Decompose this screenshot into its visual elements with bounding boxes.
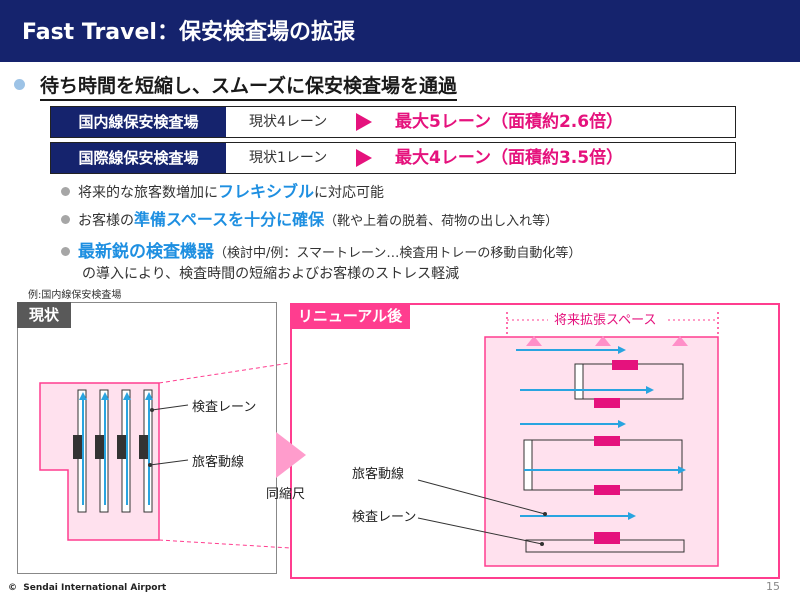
right-lane-label: 検査レーン (352, 510, 417, 525)
arrow-right-icon (356, 149, 372, 167)
copyright-icon: © (8, 583, 24, 593)
international-row: 国際線保安検査場 現状1レーン 最大4レーン（面積約3.5倍） (50, 142, 736, 174)
renewal-scanner (594, 485, 620, 495)
row-label: 国際線保安検査場 (51, 143, 226, 173)
left-lane-label: 検査レーン (192, 400, 257, 415)
row-current: 現状1レーン (249, 150, 328, 166)
row-current: 現状4レーン (249, 114, 328, 130)
arrow-up-icon (79, 392, 87, 400)
same-scale-arrow-icon (276, 432, 306, 478)
example-label: 例:国内線保安検査場 (28, 290, 122, 301)
current-scanner (95, 435, 105, 459)
leader-dot (148, 463, 152, 467)
bullet-dot-icon (14, 79, 25, 90)
row-result: 最大4レーン（面積約3.5倍） (395, 148, 624, 168)
renewal-scanner (594, 436, 620, 446)
triangle-marker-icon (595, 336, 611, 346)
left-flow-label: 旅客動線 (192, 455, 245, 470)
point-emphasis: 準備スペースを十分に確保 (134, 210, 325, 229)
point-flexible: 将来的な旅客数増加にフレキシブルに対応可能 (78, 178, 384, 202)
current-scanner (117, 435, 127, 459)
point-space: お客様の準備スペースを十分に確保（靴や上着の脱着、荷物の出し入れ等） (78, 206, 558, 230)
header-bar (0, 0, 800, 62)
domestic-row: 国内線保安検査場 現状4レーン 最大5レーン（面積約2.6倍） (50, 106, 736, 138)
bullet-dot-icon (61, 187, 70, 196)
leader-dot (150, 408, 154, 412)
triangle-marker-icon (672, 336, 688, 346)
current-lanes (73, 389, 153, 513)
point-equipment-line2: の導入により、検査時間の短縮およびお客様のストレス軽減 (82, 266, 460, 282)
zoom-line-top (158, 362, 291, 384)
point-emphasis: フレキシブル (218, 182, 315, 201)
leader-line (149, 459, 189, 466)
arrow-up-icon (145, 392, 153, 400)
point-post: に対応可能 (314, 185, 385, 201)
arrow-right-icon (646, 386, 654, 394)
renewal-scanner (612, 360, 638, 370)
right-flow-label: 旅客動線 (352, 467, 405, 482)
current-scanner (139, 435, 149, 459)
point-pre: 将来的な旅客数増加に (78, 185, 218, 201)
point-post: （靴や上着の脱着、荷物の出し入れ等） (324, 214, 559, 229)
arrow-right-icon (618, 420, 626, 428)
point-emphasis: 最新鋭の検査機器 (78, 242, 214, 262)
current-badge: 現状 (17, 302, 71, 328)
zoom-line-bottom (158, 539, 291, 549)
leader-line (151, 404, 189, 411)
leader-dot (540, 542, 544, 546)
bullet-dot-icon (61, 247, 70, 256)
arrow-up-icon (123, 392, 131, 400)
brand-name: Sendai International Airport (23, 583, 167, 593)
future-space-label: 将来拡張スペース (554, 313, 657, 328)
same-scale-label: 同縮尺 (266, 487, 306, 502)
leader-line (417, 479, 546, 515)
page-number: 15 (766, 580, 780, 593)
triangle-marker-icon (526, 336, 542, 346)
arrow-right-icon (678, 466, 686, 474)
point-equipment: 最新鋭の検査機器（検討中/例：スマートレーン…検査用トレーの移動自動化等） (78, 237, 581, 262)
arrow-right-icon (628, 512, 636, 520)
point-pre: お客様の (78, 213, 134, 229)
row-result: 最大5レーン（面積約2.6倍） (395, 112, 624, 132)
renewal-badge: リニューアル後 (290, 303, 410, 329)
bullet-dot-icon (61, 215, 70, 224)
page-title: Fast Travel：保安検査場の拡張 (22, 20, 355, 45)
point-post: （検討中/例：スマートレーン…検査用トレーの移動自動化等） (214, 246, 582, 261)
arrow-right-icon (618, 346, 626, 354)
leader-dot (543, 512, 547, 516)
arrow-up-icon (101, 392, 109, 400)
renewal-lanes (516, 346, 686, 553)
lane-side (523, 439, 533, 491)
leader-line (417, 517, 543, 545)
current-scanner (73, 435, 83, 459)
lane-side (574, 363, 584, 400)
arrow-right-icon (356, 113, 372, 131)
renewal-scanner (594, 532, 620, 544)
footer-brand: © Sendai International Airport (8, 583, 166, 593)
row-label: 国内線保安検査場 (51, 107, 226, 137)
headline: 待ち時間を短縮し、スムーズに保安検査場を通過 (40, 71, 458, 101)
renewal-scanner (594, 398, 620, 408)
